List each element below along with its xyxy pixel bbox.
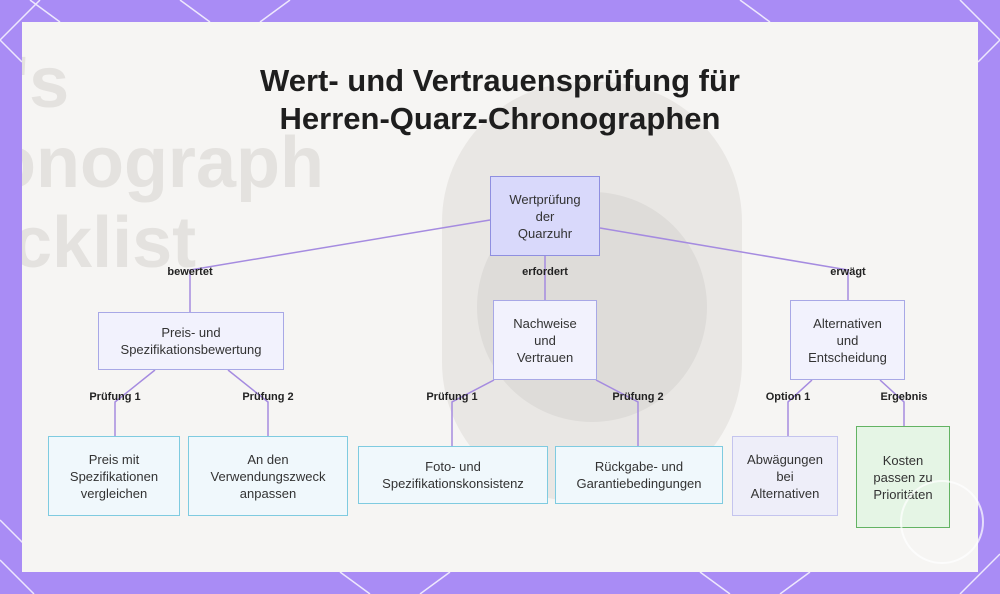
title-line-1: Wert- und Vertrauensprüfung für xyxy=(260,63,740,98)
node-preis-vergleichen: Preis mit Spezifikationen vergleichen xyxy=(48,436,180,516)
edge-label-pruefung-1: Prüfung 1 xyxy=(426,391,478,403)
watermark-seal xyxy=(900,480,984,564)
node-alternativen-entscheidung: Alternativen und Entscheidung xyxy=(790,300,905,380)
edge-label-pruefung-2: Prüfung 2 xyxy=(612,391,664,403)
node-foto-konsistenz: Foto- und Spezifikationskonsistenz xyxy=(358,446,548,504)
edge-label-erwaegt: erwägt xyxy=(830,266,866,278)
edge-label-option-1: Option 1 xyxy=(765,391,811,403)
edge-label-pruefung-2: Prüfung 2 xyxy=(242,391,294,403)
node-abwaegungen: Abwägungen bei Alternativen xyxy=(732,436,838,516)
edge-label-pruefung-1: Prüfung 1 xyxy=(89,391,141,403)
title-line-2: Herren-Quarz-Chronographen xyxy=(279,101,721,136)
node-wertpruefung: Wertprüfung der Quarzuhr xyxy=(490,176,600,256)
diagram-title: Wert- und Vertrauensprüfung für Herren-Q… xyxy=(0,62,1000,138)
node-nachweise-vertrauen: Nachweise und Vertrauen xyxy=(493,300,597,380)
node-rueckgabe-garantie: Rückgabe- und Garantiebedingungen xyxy=(555,446,723,504)
edge-label-erfordert: erfordert xyxy=(522,266,568,278)
edge-label-ergebnis: Ergebnis xyxy=(880,391,928,403)
edge-label-bewertet: bewertet xyxy=(167,266,213,278)
background-word: onograph xyxy=(22,123,324,203)
background-word: cklist xyxy=(22,203,197,283)
node-verwendungszweck: An den Verwendungszweck anpassen xyxy=(188,436,348,516)
node-preis-spezifikation: Preis- und Spezifikationsbewertung xyxy=(98,312,284,370)
background-word: 's xyxy=(22,43,70,123)
